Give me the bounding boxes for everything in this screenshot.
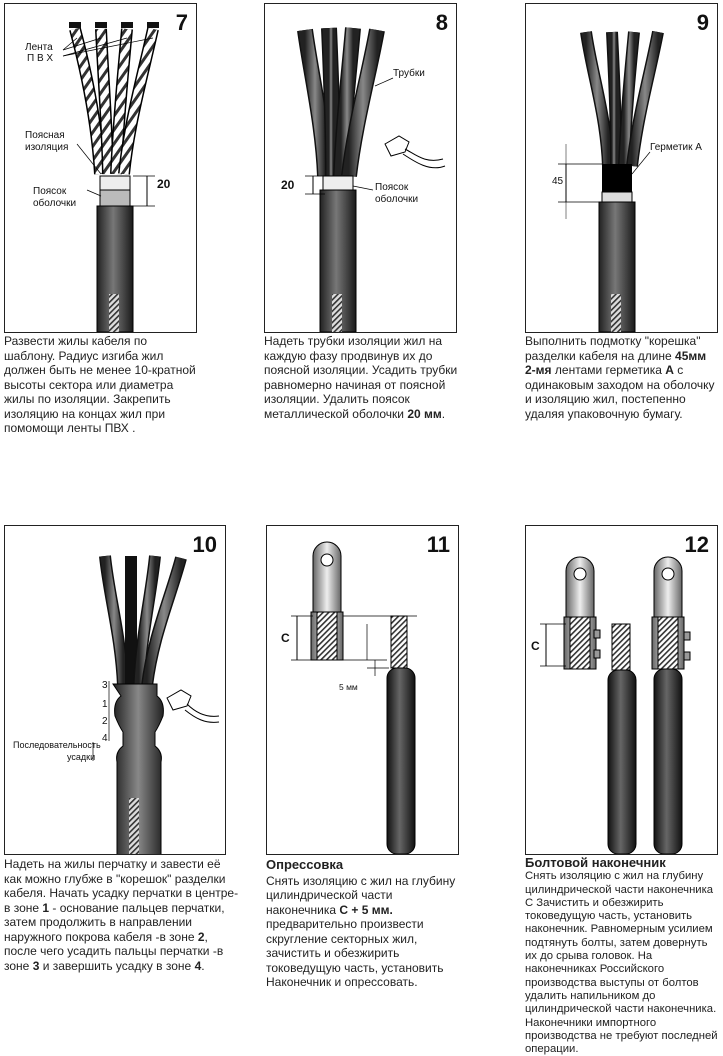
caption-bold: С + 5 мм. <box>339 902 393 917</box>
caption-bold-2: 2-мя <box>525 363 552 377</box>
label-c: C <box>531 639 540 653</box>
bolt-lug-diagram: C <box>531 556 691 854</box>
zone-bold-1: 1 <box>42 900 50 915</box>
zone-bold-3: 3 <box>32 958 40 973</box>
label-sheath-band-2: оболочки <box>33 197 76 209</box>
caption-text: Надеть трубки изоляции жил на каждую фаз… <box>264 334 458 421</box>
dimension-20: 20 <box>281 178 295 192</box>
section-title: Опрессовка <box>266 857 344 872</box>
cable-diagram: 45 Герметик А <box>552 30 702 332</box>
crimp-diagram: C 5 мм <box>281 541 417 854</box>
step-10-caption: Надеть на жилы перчатку и завести её как… <box>4 857 240 973</box>
cable-diagram: 20 Лента П В Х Поясная изоляция Поясок о… <box>25 22 171 332</box>
dimension-5mm: 5 мм <box>339 682 358 692</box>
label-belt-insulation-2: изоляция <box>25 142 68 153</box>
zone-bold-2: 2 <box>197 929 205 944</box>
caption-text-3: , после чего усадить пальцы перчатки -в … <box>4 929 224 973</box>
caption-text-2: лентами герметика <box>551 363 666 377</box>
step-7-caption: Развести жилы кабеля по шаблону. Радиус … <box>4 334 196 436</box>
label-tubes: Трубки <box>393 67 425 79</box>
label-sealant: Герметик А <box>650 142 702 153</box>
zone-1: 1 <box>102 699 108 710</box>
zone-bold-4: 4 <box>194 958 202 973</box>
caption-bold: 20 мм <box>407 406 442 421</box>
caption-text: Снять изоляцию с жил на глубину цилиндри… <box>266 873 456 917</box>
label-tape-line2: П В Х <box>27 53 53 64</box>
step-11-caption: Опрессовка Снять изоляцию с жил на глуби… <box>266 857 462 990</box>
caption-text-3: с одинаковым заходом на оболочку и изоля… <box>525 363 715 421</box>
step-number: 10 <box>192 532 217 557</box>
step-8-illustration: 8 20 Трубк <box>264 3 457 333</box>
caption-text-end: . <box>441 406 446 421</box>
cable-diagram: 20 Трубки Поясок оболочки <box>281 27 446 332</box>
caption-text: Выполнить подмотку "корешка" разделки ка… <box>525 334 701 363</box>
step-12-illustration: 12 C <box>525 525 718 855</box>
cable-diagram: 3 1 2 4 Последовательность усадки <box>13 555 220 854</box>
step-9-caption: Выполнить подмотку "корешка" разделки ка… <box>525 334 717 421</box>
zone-2: 2 <box>102 716 108 727</box>
dimension-45: 45 <box>552 176 564 187</box>
dimension-20: 20 <box>157 177 171 191</box>
step-9-illustration: 9 45 Герметик А <box>525 3 718 333</box>
label-sequence-1: Последовательность <box>13 740 101 750</box>
zone-3: 3 <box>102 680 108 691</box>
label-c: C <box>281 631 290 645</box>
caption-text: Снять изоляцию с жил на глубину цилиндри… <box>525 870 718 1056</box>
step-number: 11 <box>426 532 450 557</box>
zone-4: 4 <box>102 733 108 744</box>
step-11-illustration: 11 C 5 мм <box>266 525 459 855</box>
caption-bold-a: А <box>665 363 674 377</box>
caption-text: Надеть на жилы перчатку и завести её как… <box>4 857 239 915</box>
label-belt-insulation-1: Поясная <box>25 130 65 141</box>
caption-text-end: . <box>201 958 205 973</box>
section-title: Болтовой наконечник <box>525 855 666 870</box>
step-number: 12 <box>684 532 709 557</box>
label-sheath-band-1: Поясок <box>375 182 409 193</box>
caption-bold-45mm: 45мм <box>675 348 707 363</box>
caption-text-4: и завершить усадку в зоне <box>39 958 195 973</box>
step-12-caption: Болтовой наконечник Снять изоляцию с жил… <box>525 856 719 1056</box>
caption-text: Развести жилы кабеля по шаблону. Радиус … <box>4 334 196 435</box>
label-sequence-2: усадки <box>67 752 95 762</box>
step-number: 8 <box>435 10 448 35</box>
step-7-illustration: 7 20 <box>4 3 197 333</box>
step-number: 9 <box>696 10 709 35</box>
step-8-caption: Надеть трубки изоляции жил на каждую фаз… <box>264 334 460 421</box>
step-number: 7 <box>175 10 188 35</box>
caption-text-end: предварительно произвести скругление сек… <box>266 917 444 989</box>
label-sheath-band-1: Поясок <box>33 186 67 197</box>
label-tape-line1: Лента <box>25 42 53 53</box>
step-10-illustration: 10 3 1 2 4 Последовательность <box>4 525 226 855</box>
caption-text-2: - основание пальцев перчатки, затем прод… <box>4 900 225 944</box>
label-sheath-band-2: оболочки <box>375 193 418 205</box>
